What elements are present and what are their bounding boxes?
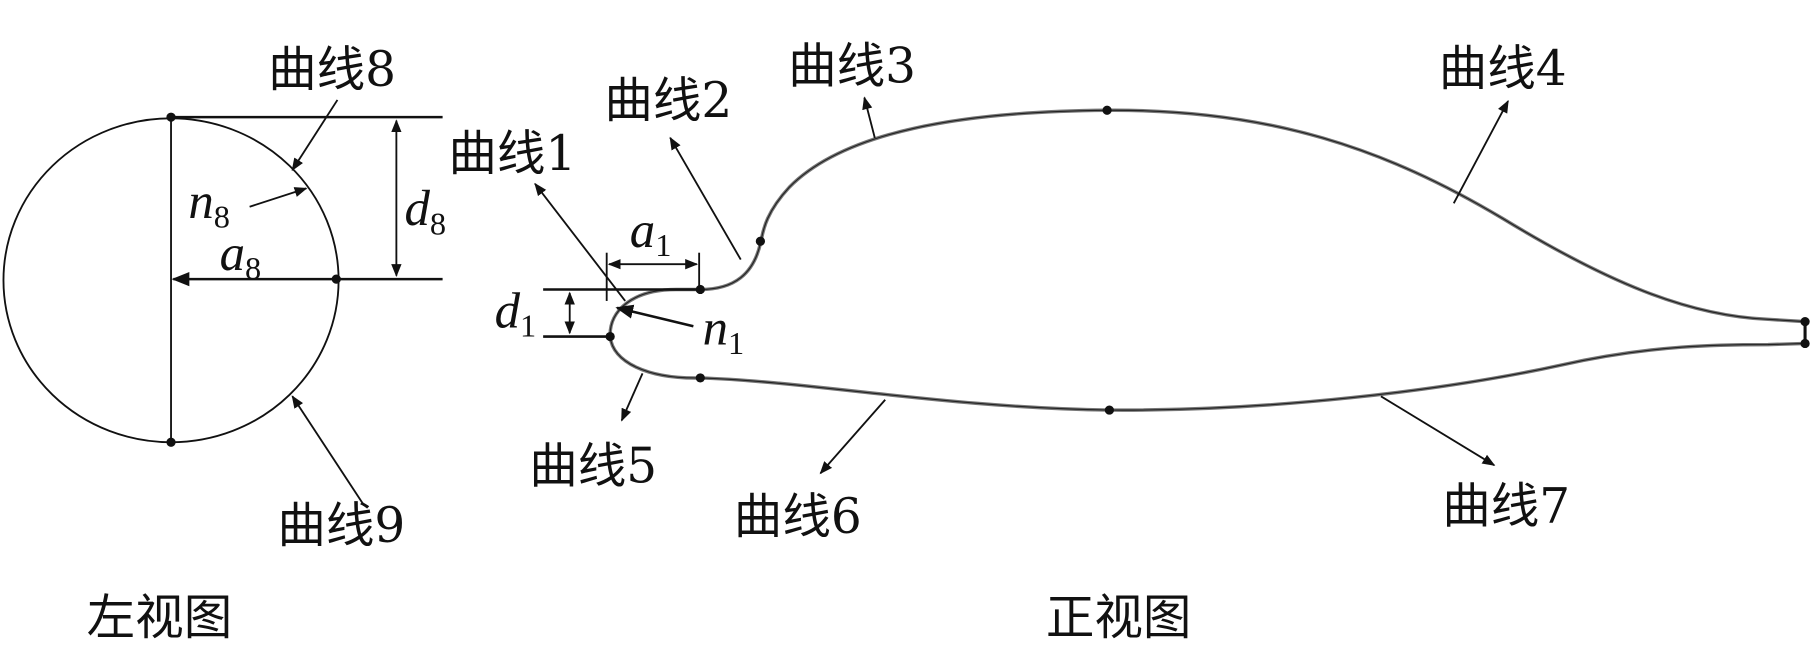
left-view: 曲线8 n8 d8 a8 曲线9 左视图 — [2, 42, 446, 646]
point-marker — [1102, 105, 1112, 115]
a8-label: a8 — [220, 225, 262, 286]
curve3-label: 曲线3 — [788, 39, 916, 95]
n1-label: n1 — [703, 300, 745, 361]
curve2-label: 曲线2 — [604, 73, 732, 129]
point-marker — [166, 112, 176, 122]
curve4-label: 曲线4 — [1439, 41, 1567, 97]
front-profile-outline — [608, 108, 1807, 412]
point-marker — [755, 236, 766, 246]
curve8-leader-arrow — [291, 99, 339, 172]
front-view: a1 d1 n1 曲线1 曲线2 曲线3 曲线4 曲线5 曲线6 曲线7 正视图 — [448, 39, 1810, 646]
curve3-leader-arrow — [862, 96, 876, 139]
curve1-leader-arrow — [534, 182, 626, 302]
point-marker — [166, 437, 176, 447]
curve7-leader-arrow — [1380, 395, 1496, 466]
n8-label: n8 — [188, 173, 230, 234]
d8-label: d8 — [404, 180, 446, 241]
front-view-title: 正视图 — [1046, 590, 1192, 646]
curve9-label: 曲线9 — [277, 498, 405, 554]
curve2-leader-arrow — [669, 136, 742, 261]
point-marker — [331, 274, 341, 284]
curve5-leader-arrow — [620, 372, 644, 422]
n8-leader-arrow — [249, 187, 308, 208]
n1-leader-arrow — [615, 304, 694, 328]
curve6-label: 曲线6 — [734, 489, 862, 545]
curve5-label: 曲线5 — [529, 439, 657, 495]
curve1-label: 曲线1 — [448, 126, 576, 182]
left-view-title: 左视图 — [87, 590, 233, 646]
front-profile-inner — [609, 109, 1806, 411]
curve8-label: 曲线8 — [268, 42, 396, 98]
curve7-label: 曲线7 — [1442, 479, 1570, 535]
d1-label: d1 — [495, 283, 537, 344]
curve9-leader-arrow — [291, 395, 365, 506]
a1-label: a1 — [630, 202, 672, 263]
curve6-leader-arrow — [819, 399, 886, 475]
point-marker — [1800, 317, 1810, 327]
point-marker — [695, 373, 705, 383]
curve4-leader-arrow — [1452, 99, 1509, 204]
point-marker — [1104, 405, 1115, 415]
point-marker — [1800, 338, 1810, 349]
